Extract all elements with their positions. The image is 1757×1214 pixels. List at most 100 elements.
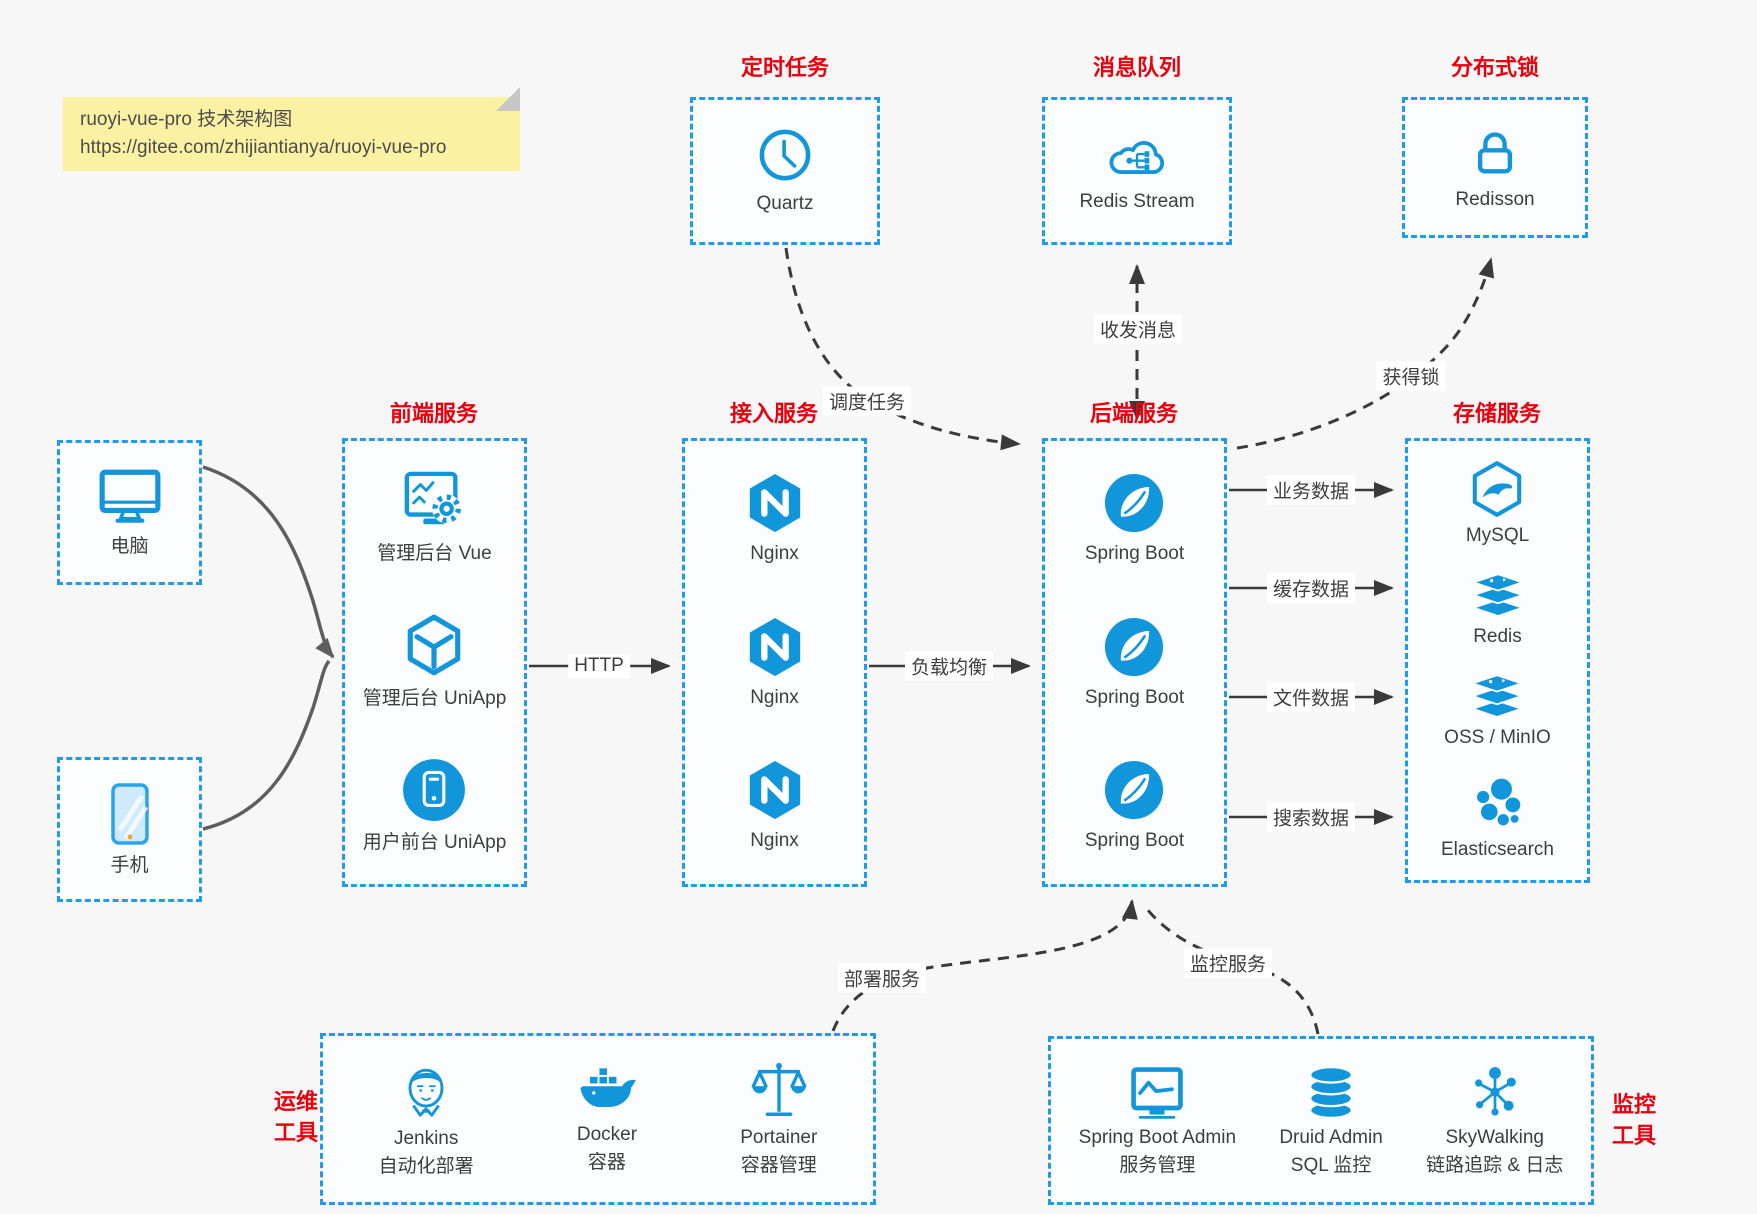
edge-mobile-to-frontend xyxy=(202,659,331,831)
node-springboot-1: Spring Boot xyxy=(1085,472,1184,566)
node-admin-uniapp: 管理后台 UniApp xyxy=(362,613,507,711)
node-label: 管理后台 Vue xyxy=(377,543,492,565)
node-druid-admin: Druid Admin SQL 监控 xyxy=(1279,1064,1383,1178)
node-admin-vue: 管理后台 Vue xyxy=(377,470,492,566)
node-label: Portainer xyxy=(740,1127,818,1149)
node-sublabel: 服务管理 xyxy=(1119,1154,1196,1176)
node-label: 电脑 xyxy=(110,535,149,557)
nginx-icon xyxy=(749,473,800,533)
node-label: Spring Boot xyxy=(1084,830,1185,852)
node-label: Spring Boot xyxy=(1084,542,1185,564)
node-label: OSS / MinIO xyxy=(1444,727,1551,749)
node-label: SkyWalking xyxy=(1445,1126,1544,1148)
node-quartz: Quartz xyxy=(756,126,814,216)
distributed-lock-box: Redisson xyxy=(1402,97,1588,238)
admin-dashboard-icon xyxy=(405,471,462,525)
group-title-frontend: 前端服务 xyxy=(389,401,479,426)
edge-label-cache-data: 缓存数据 xyxy=(1266,573,1356,603)
ops-side-line2: 工具 xyxy=(273,1120,318,1145)
jenkins-icon xyxy=(408,1068,444,1117)
edge-label-monitor: 监控服务 xyxy=(1183,948,1273,978)
edge-label-schedule: 调度任务 xyxy=(822,386,912,416)
node-label: Redisson xyxy=(1455,188,1535,210)
node-portainer: Portainer 容器管理 xyxy=(740,1060,817,1178)
node-label: 手机 xyxy=(110,854,149,876)
node-nginx-2: Nginx xyxy=(744,616,806,710)
node-label: Spring Boot xyxy=(1084,686,1185,708)
smartphone-icon xyxy=(110,782,149,845)
group-title-message-queue: 消息队列 xyxy=(1092,55,1182,80)
node-label: MySQL xyxy=(1465,524,1530,546)
edge-label-search-data: 搜索数据 xyxy=(1266,802,1356,832)
node-sublabel: 容器 xyxy=(587,1152,626,1173)
lock-icon xyxy=(1477,131,1513,174)
desktop-icon xyxy=(99,469,160,523)
node-mysql: MySQL xyxy=(1466,460,1529,548)
edge-label-business-data: 业务数据 xyxy=(1266,475,1356,505)
monitoring-side-label: 监控 工具 xyxy=(1612,1089,1656,1151)
node-label: Quartz xyxy=(756,193,814,215)
node-user-uniapp: 用户前台 UniApp xyxy=(362,757,507,855)
edge-label-send-receive: 收发消息 xyxy=(1093,314,1183,344)
node-redisson: Redisson xyxy=(1455,124,1535,212)
spring-boot-icon xyxy=(1105,473,1164,533)
gateway-column: Nginx Nginx Nginx xyxy=(682,438,867,887)
topology-icon xyxy=(1474,1066,1516,1116)
node-mobile: 手机 xyxy=(107,782,153,878)
edge-label-acquire-lock: 获得锁 xyxy=(1376,361,1446,391)
monitoring-side-line2: 工具 xyxy=(1612,1123,1657,1148)
group-title-storage: 存储服务 xyxy=(1452,401,1542,426)
node-label: Redis xyxy=(1473,626,1522,647)
group-title-scheduler: 定时任务 xyxy=(740,55,830,80)
node-nginx-1: Nginx xyxy=(744,472,806,566)
note-url: https://gitee.com/zhijiantianya/ruoyi-vu… xyxy=(80,137,447,158)
nginx-icon xyxy=(749,617,800,676)
edge-label-file-data: 文件数据 xyxy=(1266,682,1356,712)
group-title-gateway: 接入服务 xyxy=(729,401,819,426)
node-docker: Docker 容器 xyxy=(573,1063,641,1175)
sticky-note: ruoyi-vue-pro 技术架构图 https://gitee.com/zh… xyxy=(63,87,520,171)
mysql-icon xyxy=(1473,460,1522,517)
ops-side-label: 运维 工具 xyxy=(230,1086,318,1148)
monitoring-side-line1: 监控 xyxy=(1612,1092,1657,1117)
node-label: Nginx xyxy=(750,542,799,564)
node-nginx-3: Nginx xyxy=(744,759,806,853)
elasticsearch-icon xyxy=(1476,778,1520,825)
pc-client-box: 电脑 xyxy=(57,440,202,585)
ops-tools-box: Jenkins 自动化部署 Docker 容器 xyxy=(320,1033,876,1205)
node-springboot-2: Spring Boot xyxy=(1085,616,1184,710)
group-title-backend: 后端服务 xyxy=(1089,401,1179,426)
ops-side-line1: 运维 xyxy=(273,1089,318,1114)
node-label: 管理后台 UniApp xyxy=(362,687,507,709)
node-label: Redis Stream xyxy=(1079,191,1195,213)
node-redis: Redis xyxy=(1469,573,1527,649)
edge-label-http: HTTP xyxy=(568,654,630,678)
group-title-distributed-lock: 分布式锁 xyxy=(1450,55,1540,80)
spring-boot-icon xyxy=(1105,617,1164,676)
monitoring-tools-box: Spring Boot Admin 服务管理 Druid Admin SQL 监… xyxy=(1048,1036,1594,1205)
node-label: Jenkins xyxy=(393,1128,459,1150)
mobile-client-box: 手机 xyxy=(57,757,202,902)
scheduler-box: Quartz xyxy=(690,97,880,245)
node-redis-stream: Redis Stream xyxy=(1079,128,1195,214)
node-label: Docker xyxy=(576,1124,638,1146)
node-label: Nginx xyxy=(750,686,799,708)
node-pc: 电脑 xyxy=(97,467,163,559)
node-elasticsearch: Elasticsearch xyxy=(1441,776,1554,862)
frontend-column: 管理后台 Vue 管理后台 UniApp 用户前台 UniApp xyxy=(342,438,527,887)
clock-icon xyxy=(759,129,811,181)
backend-column: Spring Boot Spring Boot Spring Boot xyxy=(1042,438,1227,887)
mobile-app-circle-icon xyxy=(403,759,466,821)
node-label: 用户前台 UniApp xyxy=(362,831,507,853)
uniapp-cube-icon xyxy=(408,614,461,675)
node-sublabel: SQL 监控 xyxy=(1290,1154,1372,1176)
cloud-network-icon xyxy=(1109,141,1165,175)
spring-boot-icon xyxy=(1105,761,1164,820)
message-queue-box: Redis Stream xyxy=(1042,97,1232,245)
note-title: ruoyi-vue-pro 技术架构图 xyxy=(80,109,293,130)
edge-label-deploy: 部署服务 xyxy=(837,963,927,993)
redis-stack-icon xyxy=(1472,573,1523,617)
scales-icon xyxy=(751,1063,807,1117)
edge-pc-to-frontend xyxy=(202,465,335,659)
